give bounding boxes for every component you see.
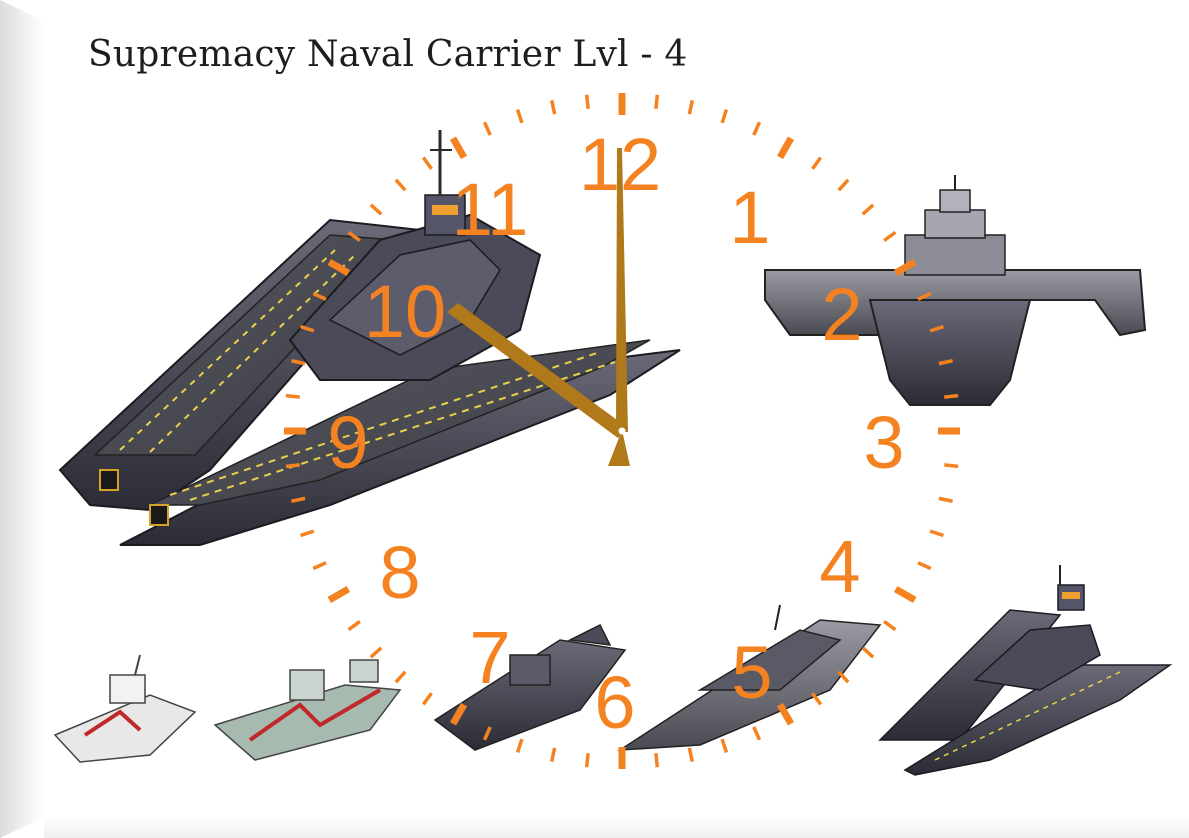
clock-tick-major (776, 136, 795, 160)
clock-tick-minor (837, 178, 850, 192)
clock-tick-minor (687, 747, 694, 762)
clock-tick-minor (861, 203, 875, 216)
clock-tick-minor (421, 156, 433, 170)
clock-tick-minor (720, 738, 729, 753)
clock-tick-minor (752, 726, 762, 741)
clock-tick-minor (883, 230, 897, 242)
clock-tick-minor (369, 203, 383, 216)
ship-carrier-large (58, 130, 681, 546)
clock-tick-minor (515, 109, 524, 124)
clock-tick-minor (550, 747, 557, 762)
clock-tick-minor (917, 291, 932, 301)
clock-tick-minor (300, 324, 315, 333)
clock-tick-major (449, 702, 468, 726)
numeral-8: 8 (379, 531, 420, 614)
clock-tick-minor (482, 726, 492, 741)
clock-tick-minor (654, 94, 660, 109)
clock-tick-minor (515, 738, 524, 753)
clock-tick-major (893, 258, 917, 277)
clock-tick-minor (811, 156, 823, 170)
clock-tick-minor (944, 393, 959, 399)
ship-carrier-small (878, 565, 1173, 776)
ship-carrier-front (764, 175, 1147, 406)
canvas-edge-bottom (44, 816, 1189, 838)
ship-patrol-boat (53, 654, 197, 763)
clock-tick-major (893, 585, 917, 604)
clock-ticks (284, 93, 960, 769)
clock-tick-minor (929, 324, 944, 333)
minute-hand (616, 148, 628, 432)
clock-tick-minor (312, 291, 327, 301)
numeral-6: 6 (594, 661, 635, 744)
clock-tick-minor (482, 121, 492, 136)
clock-tick-minor (584, 94, 590, 109)
clock-tick-major (327, 258, 351, 277)
clock-tick-minor (944, 463, 959, 469)
numeral-9: 9 (327, 401, 368, 484)
clock-tick-minor (550, 100, 557, 115)
second-tail (608, 430, 630, 466)
clock-tick-minor (752, 121, 762, 136)
ship-destroyer (433, 623, 627, 751)
numeral-3: 3 (863, 401, 904, 484)
clock-tick-minor (837, 670, 850, 684)
clock-tick-major (776, 702, 795, 726)
clock-tick-minor (938, 359, 953, 366)
clock-tick-minor (312, 561, 327, 571)
clock-hands (447, 148, 630, 466)
numeral-7: 7 (469, 616, 510, 699)
clock-tick-major (327, 585, 351, 604)
clock-tick-minor (720, 109, 729, 124)
numeral-1: 1 (729, 176, 770, 259)
clock-center-cap (618, 427, 626, 435)
canvas-edge-left (0, 0, 44, 838)
numeral-11: 11 (452, 168, 529, 251)
clock-tick-minor (291, 496, 306, 503)
clock-tick-minor (347, 230, 361, 242)
clock-tick-minor (584, 753, 590, 768)
numeral-5: 5 (731, 631, 772, 714)
clock-tick-minor (917, 561, 932, 571)
ship-frigate (213, 659, 402, 761)
clock-tick-minor (883, 620, 897, 632)
clock-tick-minor (929, 529, 944, 538)
clock-tick-minor (285, 463, 300, 469)
clock-tick-minor (291, 359, 306, 366)
clock-tick-minor (369, 646, 383, 659)
clock-tick-minor (285, 393, 300, 399)
hour-hand (447, 303, 628, 438)
clock-tick-minor (394, 178, 407, 192)
clock-tick-minor (861, 646, 875, 659)
page-title: Supremacy Naval Carrier Lvl - 4 (88, 34, 688, 75)
clock-tick-minor (300, 529, 315, 538)
numeral-4: 4 (819, 525, 860, 608)
clock-tick-minor (687, 100, 694, 115)
numeral-10: 10 (364, 270, 446, 353)
numeral-2: 2 (821, 273, 862, 356)
ship-cruiser (617, 604, 882, 751)
clock-tick-minor (394, 670, 407, 684)
clock-tick-minor (811, 692, 823, 706)
clock-tick-major (449, 136, 468, 160)
clock-tick-minor (347, 620, 361, 632)
clock-tick-minor (938, 496, 953, 503)
clock-numerals: 12 1 2 3 4 5 6 7 8 9 10 11 (327, 123, 904, 744)
clock-tick-minor (421, 692, 433, 706)
clock-tick-minor (654, 753, 660, 768)
